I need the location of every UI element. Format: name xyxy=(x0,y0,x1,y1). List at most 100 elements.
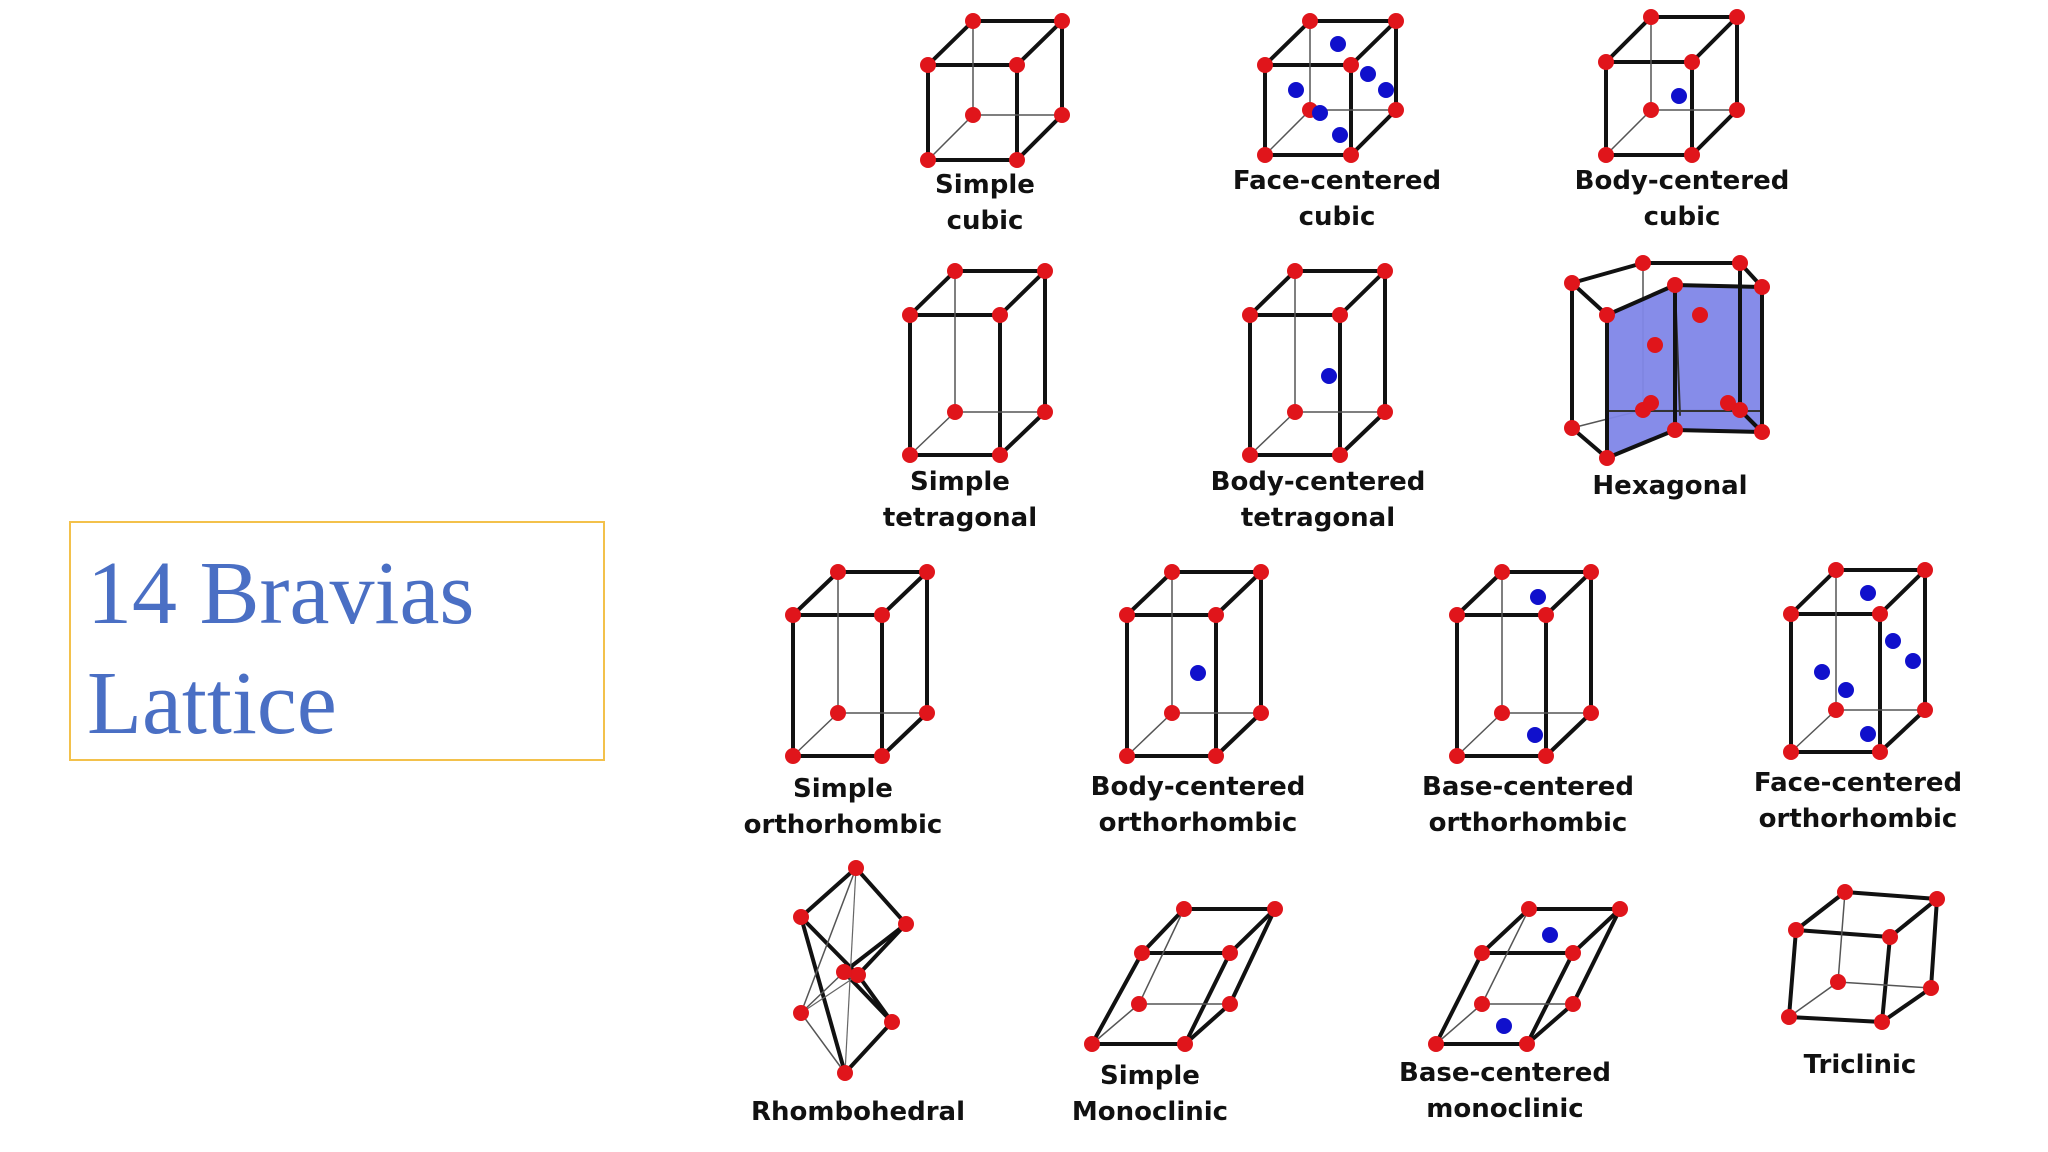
center-atom xyxy=(1527,727,1543,743)
center-atom xyxy=(1814,664,1830,680)
corner-atom xyxy=(1837,884,1853,900)
diagonal-line xyxy=(800,974,859,1014)
base-centered-orthorhombic-label-line-1: Base-centered xyxy=(1422,772,1634,802)
cell-edge xyxy=(1525,951,1575,1046)
body-centered-orthorhombic-label-line-2: orthorhombic xyxy=(1099,808,1298,838)
corner-atom xyxy=(1598,147,1614,163)
cell-edge xyxy=(1880,986,1933,1024)
corner-atom xyxy=(1267,901,1283,917)
base-centered-monoclinic-cell xyxy=(1428,901,1628,1052)
corner-atom xyxy=(850,967,866,983)
hidden-edge xyxy=(800,1012,846,1074)
cell-edge xyxy=(1248,269,1297,317)
body-centered-cubic-cell xyxy=(1598,9,1745,163)
corner-atom xyxy=(1635,255,1651,271)
corner-atom xyxy=(1612,901,1628,917)
cell-edge xyxy=(1673,428,1764,434)
center-atom xyxy=(1288,82,1304,98)
cell-edge xyxy=(1571,907,1622,1006)
corner-atom xyxy=(1388,102,1404,118)
corner-atom xyxy=(1164,564,1180,580)
corner-atom xyxy=(1222,945,1238,961)
corner-atom xyxy=(1037,263,1053,279)
corner-atom xyxy=(1377,263,1393,279)
corner-atom xyxy=(1388,13,1404,29)
body-centered-tetragonal-cell xyxy=(1242,263,1393,463)
corner-atom xyxy=(1874,1014,1890,1030)
center-atom xyxy=(1496,1018,1512,1034)
cell-edge xyxy=(842,922,908,974)
corner-atom xyxy=(1054,13,1070,29)
hidden-edge xyxy=(1605,109,1652,156)
center-atom xyxy=(1838,682,1854,698)
corner-atom xyxy=(874,607,890,623)
cell-edge xyxy=(1214,711,1263,758)
corner-atom xyxy=(1643,102,1659,118)
cell-edge xyxy=(1338,269,1387,317)
cell-edge xyxy=(1349,19,1398,67)
face-centered-cubic-label-line-2: cubic xyxy=(1299,202,1376,232)
corner-atom xyxy=(1494,705,1510,721)
corner-atom xyxy=(1754,424,1770,440)
corner-atom xyxy=(830,564,846,580)
cell-edge xyxy=(1228,907,1277,1006)
hidden-edge xyxy=(1138,908,1185,1005)
body-centered-tetragonal-label-line-2: tetragonal xyxy=(1241,503,1395,533)
corner-atom xyxy=(919,564,935,580)
corner-atom xyxy=(1917,702,1933,718)
corner-atom xyxy=(965,13,981,29)
corner-atom xyxy=(1692,307,1708,323)
simple-cubic-label-line-1: Simple xyxy=(935,170,1035,200)
corner-atom xyxy=(1208,607,1224,623)
corner-atom xyxy=(1009,152,1025,168)
corner-atom xyxy=(1684,147,1700,163)
simple-orthorhombic-label-line-1: Simple xyxy=(793,774,893,804)
corner-atom xyxy=(1729,102,1745,118)
simple-tetragonal-label-line-1: Simple xyxy=(910,467,1010,497)
hidden-edge xyxy=(1435,1003,1483,1045)
cell-edge xyxy=(1880,935,1892,1024)
cell-edge xyxy=(1787,1015,1884,1024)
corner-atom xyxy=(1781,1009,1797,1025)
simple-tetragonal-cell xyxy=(902,263,1053,463)
corner-atom xyxy=(1754,279,1770,295)
body-centered-tetragonal-label-line-1: Body-centered xyxy=(1211,467,1426,497)
corner-atom xyxy=(874,748,890,764)
cell-edge xyxy=(1525,1002,1575,1046)
cell-edge xyxy=(1434,951,1484,1046)
rhombohedral-cell xyxy=(793,860,914,1081)
cell-edge xyxy=(1228,907,1277,955)
cell-edge xyxy=(1015,19,1064,67)
cell-edge xyxy=(1787,928,1798,1019)
center-atom xyxy=(1378,82,1394,98)
cell-edge xyxy=(799,915,847,1075)
cell-edge xyxy=(1605,283,1677,317)
cell-edge xyxy=(1570,261,1645,285)
base-centered-monoclinic-label-line-1: Base-centered xyxy=(1399,1058,1611,1088)
hidden-edge xyxy=(1264,109,1311,156)
corner-atom xyxy=(1923,980,1939,996)
corner-atom xyxy=(1917,562,1933,578)
corner-atom xyxy=(1729,9,1745,25)
corner-atom xyxy=(1538,607,1554,623)
simple-tetragonal-label-line-2: tetragonal xyxy=(883,503,1037,533)
corner-atom xyxy=(1287,263,1303,279)
corner-atom xyxy=(1647,337,1663,353)
corner-atom xyxy=(1783,606,1799,622)
center-atom xyxy=(1312,105,1328,121)
corner-atom xyxy=(836,964,852,980)
cell-edge xyxy=(1690,108,1739,157)
corner-atom xyxy=(1599,307,1615,323)
cell-edge xyxy=(1090,951,1144,1046)
corner-atom xyxy=(1377,404,1393,420)
corner-atom xyxy=(1783,744,1799,760)
corner-atom xyxy=(1253,705,1269,721)
corner-atom xyxy=(1177,1036,1193,1052)
cell-edge xyxy=(1605,428,1677,460)
corner-atom xyxy=(1257,57,1273,73)
corner-atom xyxy=(1222,996,1238,1012)
corner-atom xyxy=(1788,922,1804,938)
corner-atom xyxy=(1242,307,1258,323)
cell-edge xyxy=(1878,708,1927,754)
center-atom xyxy=(1332,127,1348,143)
